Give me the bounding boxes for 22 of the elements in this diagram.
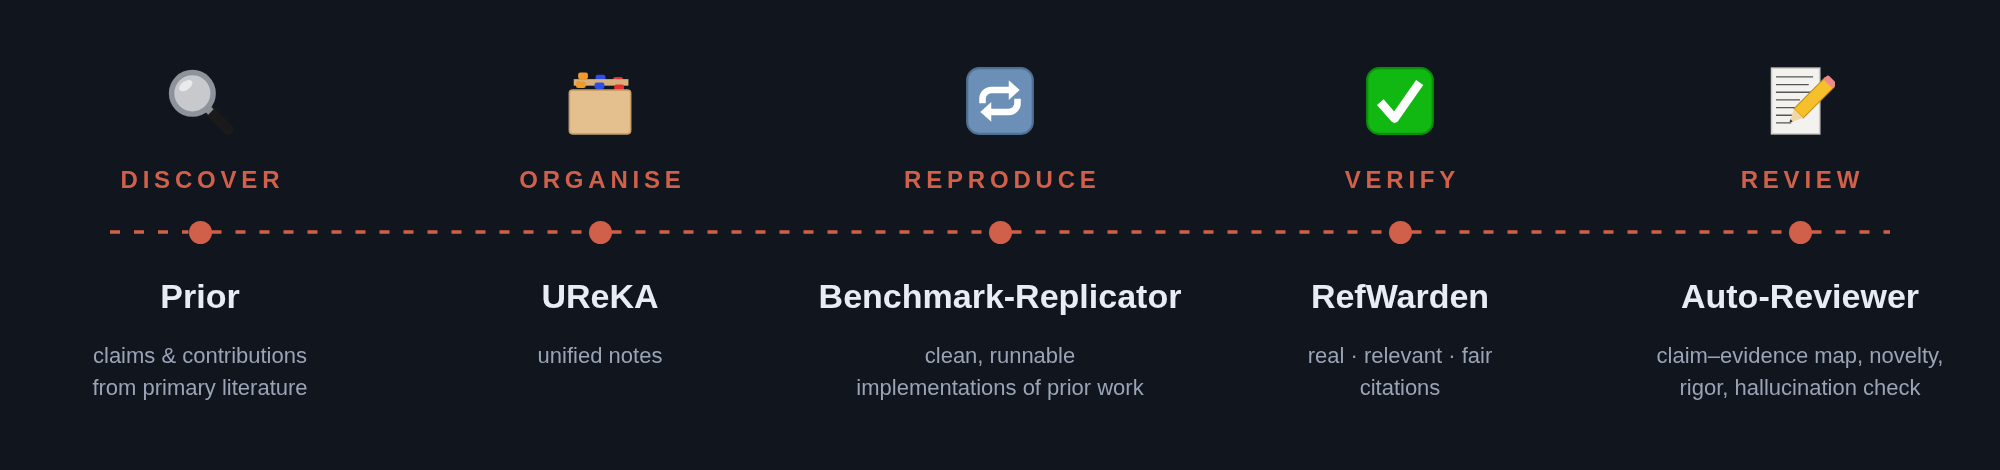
stage-label: ORGANISE	[518, 165, 686, 194]
timeline-dot	[1388, 220, 1412, 244]
description: clean, runnable implementations of prior work	[855, 342, 1145, 402]
timeline-dot	[188, 220, 212, 244]
timeline-dot	[988, 220, 1012, 244]
timeline-dot	[1788, 220, 1812, 244]
stage-label: DISCOVER	[119, 165, 285, 194]
stage-label: REPRODUCE	[903, 165, 1101, 194]
stage-label: VERIFY	[1343, 165, 1461, 194]
stage-label: REVIEW	[1739, 165, 1865, 194]
tool-name: Auto-Reviewer	[1680, 276, 1920, 317]
description: unified notes	[537, 342, 663, 370]
timeline-dot	[588, 220, 612, 244]
tool-name: UReKA	[541, 276, 659, 317]
dashed-line	[1811, 230, 1890, 234]
description: claims & contributions from primary literature	[91, 342, 309, 402]
tool-name: Benchmark-Replicator	[818, 276, 1182, 317]
tool-name: Prior	[160, 276, 240, 317]
dashed-line	[110, 230, 189, 234]
description: claim–evidence map, novelty, rigor, hallucination check	[1655, 342, 1945, 402]
description: real · relevant · fair citations	[1306, 342, 1494, 402]
tool-name: RefWarden	[1310, 276, 1490, 317]
